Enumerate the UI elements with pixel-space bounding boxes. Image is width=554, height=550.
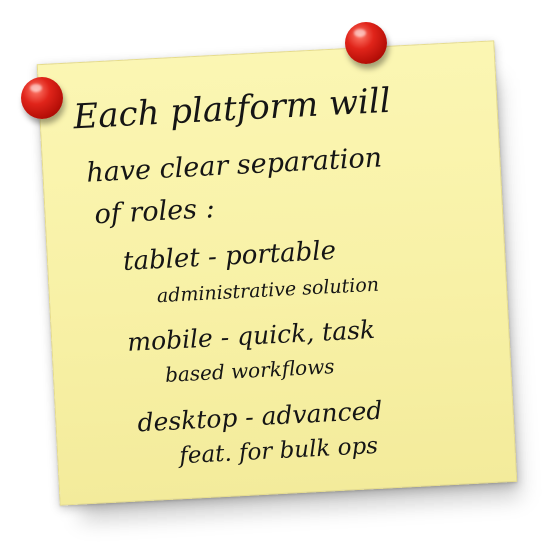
note-line-3: of roles : — [94, 193, 216, 230]
note-line-6: mobile - quick, task — [127, 315, 376, 357]
note-line-5: administrative solution — [156, 274, 379, 308]
note-line-8: desktop - advanced — [137, 396, 383, 438]
pushpin-left-icon — [21, 77, 63, 119]
pushpin-right-icon — [345, 22, 387, 64]
note-line-4: tablet - portable — [122, 236, 336, 277]
note-line-7: based workflows — [164, 354, 335, 387]
note-line-1: Each platform will — [71, 81, 391, 138]
note-line-2: have clear separation — [86, 142, 383, 188]
note-line-9: feat. for bulk ops — [177, 433, 379, 469]
